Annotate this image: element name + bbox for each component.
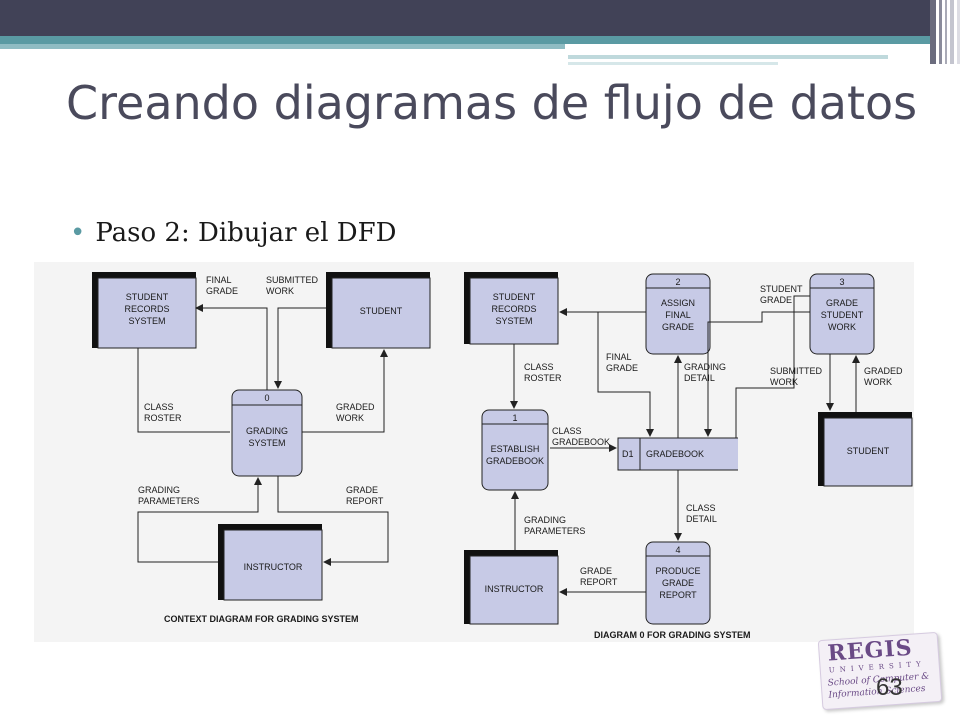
d0-flow-label: GRADE — [760, 295, 792, 305]
cd-label: STUDENT — [360, 306, 403, 316]
accent-line-faint — [568, 62, 778, 65]
d0-flow-label: FINAL — [606, 352, 632, 362]
accent-stripe — [0, 36, 930, 44]
d0-flow-label: GRADE — [580, 566, 612, 576]
cd-flow-label: GRADE — [346, 485, 378, 495]
d0-label: 1 — [512, 413, 517, 423]
d0-label: 2 — [675, 277, 680, 287]
d0-label: GRADE — [826, 298, 858, 308]
page-number: 63 — [876, 674, 903, 701]
bullet-dot: • — [70, 218, 86, 248]
diagram-0: STUDENT RECORDS SYSTEM 2 ASSIGN FINAL GR… — [464, 272, 913, 640]
cd-flow-label: WORK — [336, 413, 364, 423]
d0-label: STUDENT — [847, 446, 890, 456]
d0-flow-label: GRADING — [524, 515, 566, 525]
d0-label: INSTRUCTOR — [485, 584, 544, 594]
d0-label: 3 — [839, 277, 844, 287]
d0-process-grade-student-work: 3 GRADE STUDENT WORK — [809, 273, 875, 355]
d0-flow-label: WORK — [864, 377, 892, 387]
d0-flow-label: REPORT — [580, 577, 618, 587]
cd-label: STUDENT — [126, 292, 169, 302]
d0-entity-instructor: INSTRUCTOR — [464, 550, 559, 625]
cd-flow-label: GRADING — [138, 485, 180, 495]
d0-flow-label: SUBMITTED — [770, 366, 823, 376]
d0-entity-student: STUDENT — [818, 412, 913, 487]
cd-flow-label: PARAMETERS — [138, 496, 199, 506]
cd-flow-label: FINAL — [206, 275, 232, 285]
cd-label: SYSTEM — [128, 316, 165, 326]
d0-flow-label: STUDENT — [760, 284, 803, 294]
d0-label: GRADEBOOK — [486, 456, 544, 466]
d0-flow-label: CLASS — [552, 426, 582, 436]
d0-flow-label: DETAIL — [686, 514, 717, 524]
cd-flow-label: WORK — [266, 286, 294, 296]
accent-line — [568, 55, 888, 59]
d0-label: SYSTEM — [495, 316, 532, 326]
d0-flow-label: PARAMETERS — [524, 526, 585, 536]
d0-flow-label: GRADED — [864, 366, 903, 376]
cd-process-grading-system: 0 GRADING SYSTEM — [231, 389, 303, 477]
d0-label: PRODUCE — [655, 566, 700, 576]
cd-label: SYSTEM — [248, 438, 285, 448]
d0-flow-label: GRADE — [606, 363, 638, 373]
d0-label: GRADEBOOK — [646, 449, 704, 459]
d0-label: ASSIGN — [661, 298, 695, 308]
d0-entity-student-records: STUDENT RECORDS SYSTEM — [464, 272, 559, 345]
d0-label: GRADE — [662, 578, 694, 588]
d0-flow-label: DETAIL — [684, 373, 715, 383]
dfd-diagram-image: STUDENT RECORDS SYSTEM STUDENT 0 GRADING… — [34, 262, 914, 642]
cd-label: INSTRUCTOR — [244, 562, 303, 572]
d0-flow-label: CLASS — [686, 503, 716, 513]
d0-label: WORK — [828, 322, 856, 332]
context-diagram: STUDENT RECORDS SYSTEM STUDENT 0 GRADING… — [92, 272, 431, 624]
d0-process-produce-grade-report: 4 PRODUCE GRADE REPORT — [645, 541, 711, 625]
d0-process-establish-gradebook: 1 ESTABLISH GRADEBOOK — [481, 409, 549, 491]
d0-process-assign-final-grade: 2 ASSIGN FINAL GRADE — [645, 273, 711, 355]
cd-flow-label: REPORT — [346, 496, 384, 506]
d0-label: RECORDS — [491, 304, 536, 314]
cd-entity-student-records: STUDENT RECORDS SYSTEM — [92, 272, 197, 349]
d0-caption: DIAGRAM 0 FOR GRADING SYSTEM — [594, 630, 751, 640]
d0-flow-label: CLASS — [524, 362, 554, 372]
cd-label: 0 — [264, 393, 269, 403]
cd-entity-student: STUDENT — [326, 272, 431, 349]
cd-flow-label: SUBMITTED — [266, 275, 319, 285]
d0-label: ESTABLISH — [491, 444, 540, 454]
d0-label: STUDENT — [821, 310, 864, 320]
slide-title: Creando diagramas de flujo de datos — [66, 76, 918, 130]
cd-label: RECORDS — [124, 304, 169, 314]
cd-flow-label: GRADE — [206, 286, 238, 296]
cd-caption: CONTEXT DIAGRAM FOR GRADING SYSTEM — [164, 614, 359, 624]
cd-entity-instructor: INSTRUCTOR — [218, 524, 323, 601]
d0-flow-label: GRADEBOOK — [552, 437, 610, 447]
cd-flow-label: ROSTER — [144, 413, 182, 423]
cd-flow-label: CLASS — [144, 402, 174, 412]
d0-label: FINAL — [665, 310, 691, 320]
bullet-item: • Paso 2: Dibujar el DFD — [70, 218, 397, 248]
corner-bars — [930, 0, 960, 64]
header-band — [0, 0, 930, 36]
d0-flow-label: ROSTER — [524, 373, 562, 383]
d0-label: 4 — [675, 545, 680, 555]
d0-flow-label: GRADING — [684, 362, 726, 372]
cd-label: GRADING — [246, 426, 288, 436]
cd-flow-label: GRADED — [336, 402, 375, 412]
accent-stripe-light — [0, 44, 565, 49]
d0-flow-label: WORK — [770, 377, 798, 387]
d0-label: GRADE — [662, 322, 694, 332]
d0-label: REPORT — [659, 590, 697, 600]
d0-label: STUDENT — [493, 292, 536, 302]
d0-datastore-gradebook: D1 GRADEBOOK — [617, 437, 738, 471]
d0-label: D1 — [622, 449, 634, 459]
bullet-text: Paso 2: Dibujar el DFD — [95, 218, 397, 248]
